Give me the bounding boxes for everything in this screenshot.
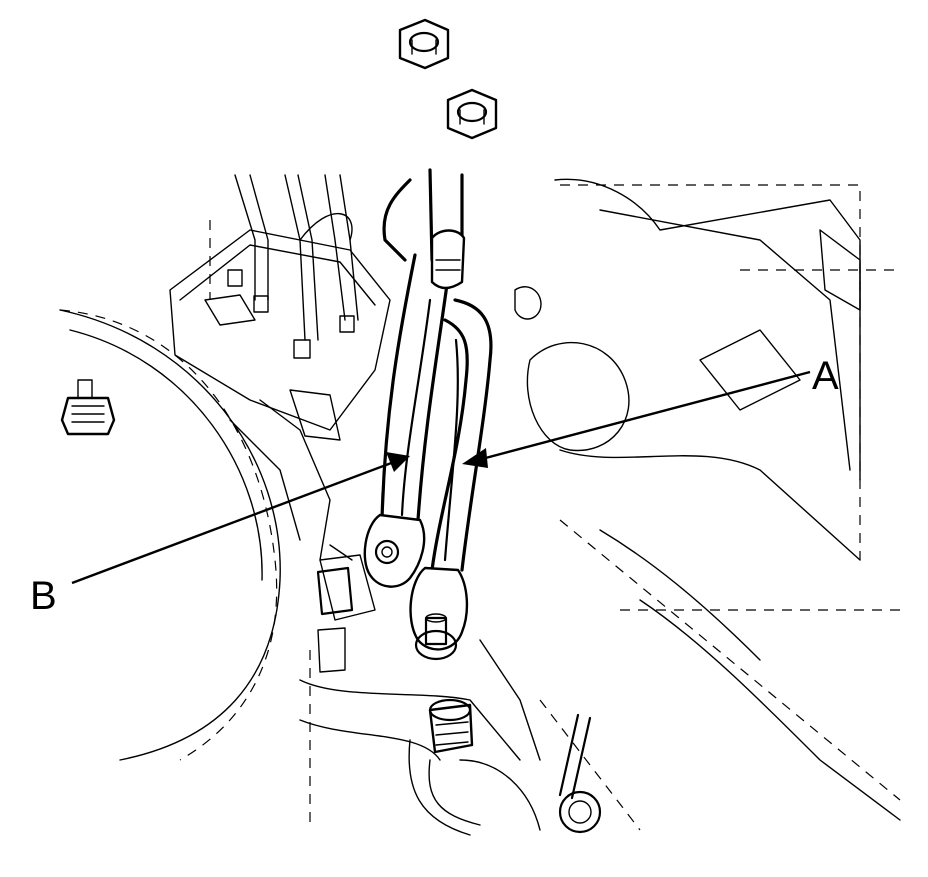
link-rod bbox=[558, 713, 602, 834]
callout-label-b: B bbox=[30, 574, 57, 618]
left-bolt bbox=[60, 379, 116, 436]
pipe-a bbox=[430, 173, 493, 572]
lower-bolt bbox=[428, 698, 474, 754]
background-structure bbox=[59, 184, 901, 831]
brake-booster-housing bbox=[59, 309, 281, 761]
abs-modulator bbox=[169, 174, 391, 561]
nut-upper-1 bbox=[398, 18, 450, 70]
pipe-a-flange bbox=[409, 566, 469, 661]
pipe-b-flange bbox=[363, 513, 426, 588]
nut-upper-2 bbox=[446, 88, 498, 140]
pipe-b bbox=[380, 168, 452, 522]
engine-body bbox=[514, 178, 901, 821]
callout-leader-b bbox=[71, 452, 410, 585]
bracket bbox=[299, 544, 541, 761]
pipe-fitting bbox=[430, 229, 466, 290]
lower-hose bbox=[408, 739, 541, 836]
callout-label-a: A bbox=[812, 354, 839, 398]
callout-leader-a bbox=[462, 370, 811, 468]
